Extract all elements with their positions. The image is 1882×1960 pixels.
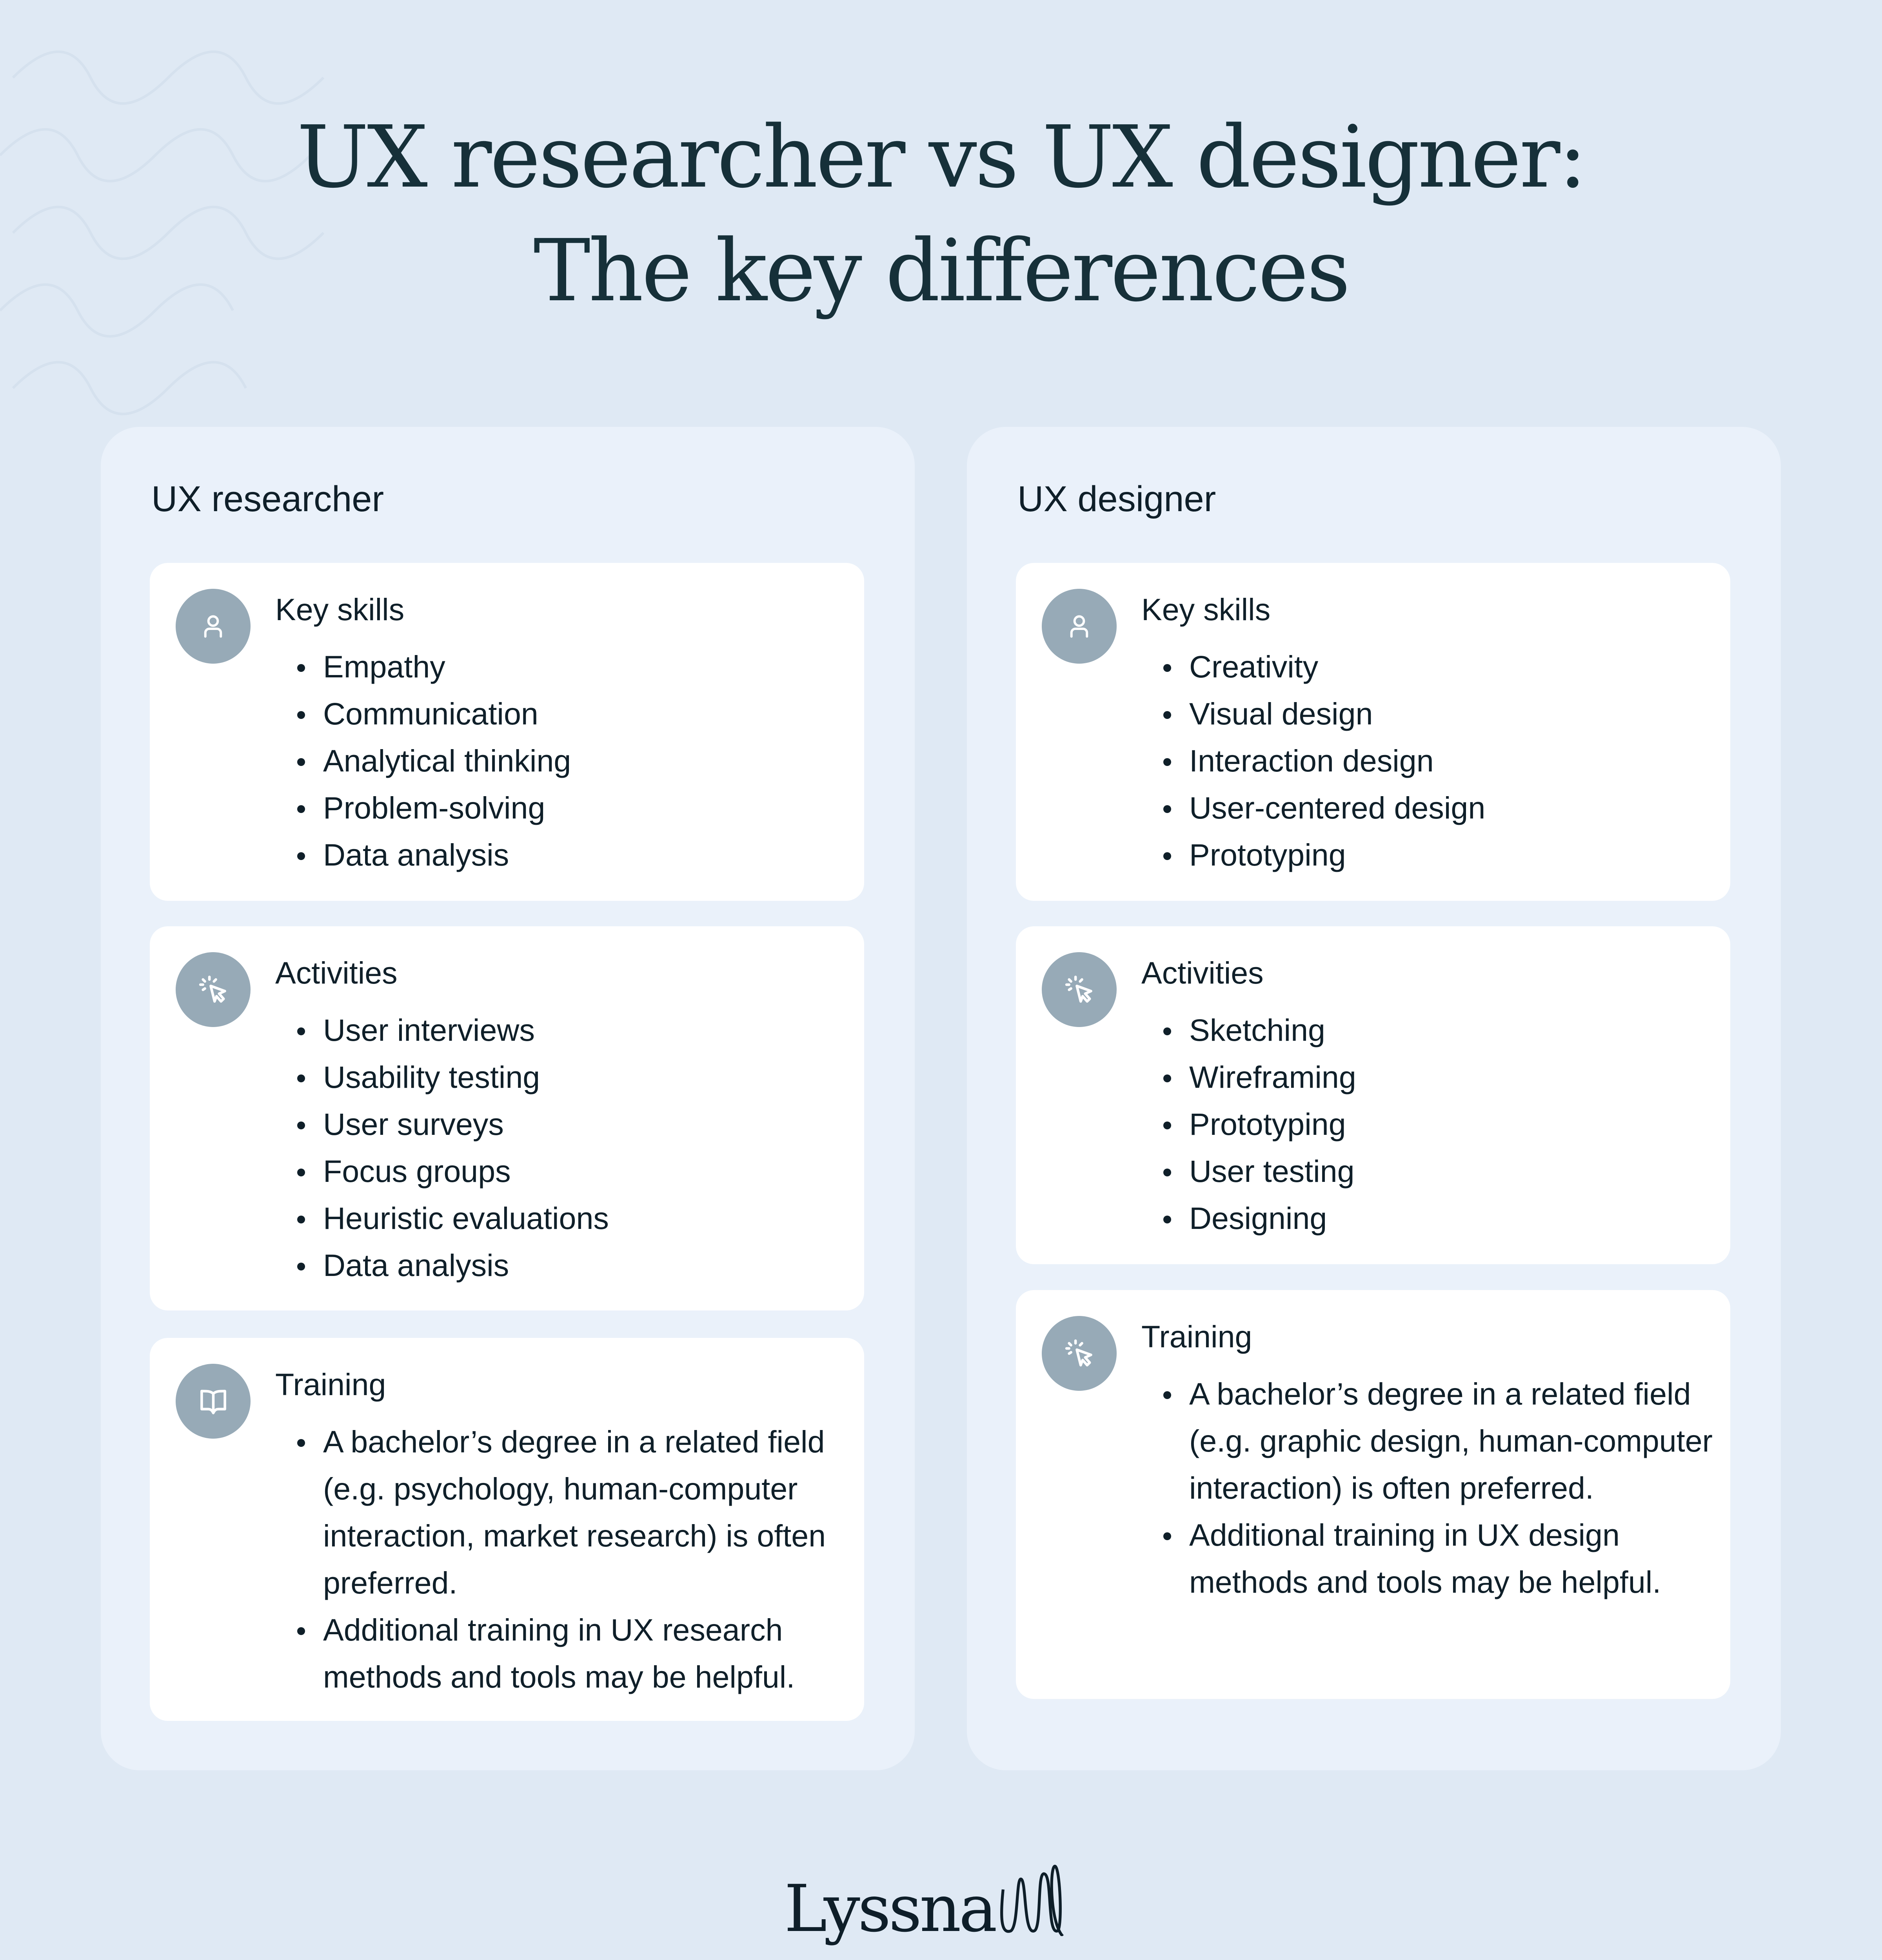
user-icon: [1042, 589, 1117, 664]
list-item: Additional training in UX research metho…: [297, 1606, 854, 1700]
list-item: Sketching: [1163, 1007, 1720, 1054]
card-title: Activities: [1141, 955, 1264, 990]
card-title: Activities: [275, 955, 398, 990]
list-item: Visual design: [1163, 690, 1720, 737]
list-item: Wireframing: [1163, 1054, 1720, 1101]
card-training: Training A bachelor’s degree in a related…: [150, 1338, 864, 1721]
list-item: User surveys: [297, 1101, 854, 1148]
list-item: Data analysis: [297, 831, 854, 878]
cursor-click-icon: [1042, 1316, 1117, 1391]
list-item: A bachelor’s degree in a related field (…: [297, 1418, 854, 1606]
list-item: Prototyping: [1163, 1101, 1720, 1148]
list-item: User testing: [1163, 1148, 1720, 1195]
list-item: Heuristic evaluations: [297, 1195, 854, 1242]
logo-text: Lyssna: [784, 1871, 997, 1946]
list-item: Focus groups: [297, 1148, 854, 1195]
page-title: UX researcher vs UX designer: The key di…: [0, 101, 1882, 328]
list-item: Additional training in UX design methods…: [1163, 1512, 1720, 1606]
logo-scribble-icon: [1000, 1864, 1064, 1937]
column-title: UX researcher: [151, 479, 384, 519]
card-title: Training: [1141, 1319, 1252, 1354]
user-icon: [176, 589, 251, 664]
list-item: Creativity: [1163, 643, 1720, 690]
list-item: Usability testing: [297, 1054, 854, 1101]
list-item: A bachelor’s degree in a related field (…: [1163, 1370, 1720, 1512]
list-item: Problem-solving: [297, 784, 854, 831]
card-training: Training A bachelor’s degree in a related…: [1016, 1290, 1730, 1699]
list-item: Designing: [1163, 1195, 1720, 1242]
cursor-click-icon: [176, 952, 251, 1027]
title-line-1: UX researcher vs UX designer:: [297, 108, 1587, 207]
title-line-2: The key differences: [533, 221, 1351, 321]
book-icon: [176, 1364, 251, 1439]
list-item: User interviews: [297, 1007, 854, 1054]
list-item: Communication: [297, 690, 854, 737]
decorative-swirl-pattern: [0, 50, 325, 416]
cursor-click-icon: [1042, 952, 1117, 1027]
card-title: Key skills: [275, 592, 405, 627]
list-item: Prototyping: [1163, 831, 1720, 878]
card-title: Key skills: [1141, 592, 1271, 627]
column-title: UX designer: [1017, 479, 1216, 519]
list-item: User-centered design: [1163, 784, 1720, 831]
bullet-list: A bachelor’s degree in a related field (…: [1141, 1370, 1720, 1606]
list-item: Data analysis: [297, 1242, 854, 1289]
bullet-list: A bachelor’s degree in a related field (…: [275, 1418, 854, 1700]
card-title: Training: [275, 1367, 386, 1402]
list-item: Analytical thinking: [297, 737, 854, 784]
list-item: Empathy: [297, 643, 854, 690]
lyssna-logo: Lyssna: [784, 1864, 1065, 1948]
list-item: Interaction design: [1163, 737, 1720, 784]
